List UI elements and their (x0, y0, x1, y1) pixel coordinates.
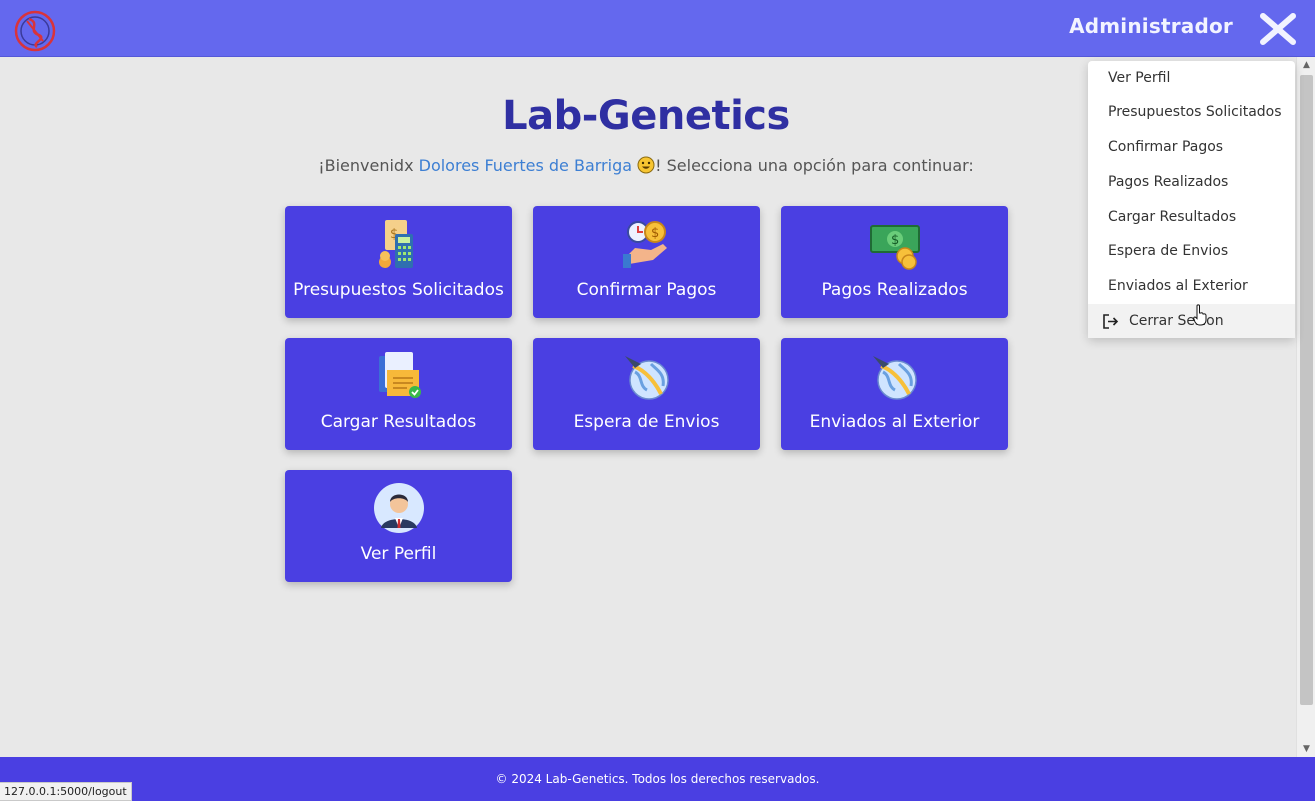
hand-cursor-icon (1193, 304, 1207, 326)
card-label: Pagos Realizados (821, 280, 968, 300)
smile-emoji-icon (637, 156, 655, 174)
money-bill-icon: $ (870, 225, 920, 270)
welcome-suffix: ! Selecciona una opción para continuar: (655, 156, 974, 175)
logout-icon (1103, 314, 1119, 329)
status-bar-url: 127.0.0.1:5000/logout (0, 782, 132, 801)
payment-hand-icon: $ (623, 221, 667, 268)
menu-item-label: Cerrar Sesion (1129, 313, 1224, 329)
card-label: Espera de Envios (573, 412, 720, 432)
globe-plane-icon (873, 356, 917, 400)
welcome-message: ¡Bienvenidx Dolores Fuertes de Barriga !… (0, 156, 1292, 175)
close-menu-icon[interactable] (1258, 12, 1298, 46)
main-content: Lab-Genetics ¡Bienvenidx Dolores Fuertes… (0, 57, 1296, 757)
user-avatar-icon (374, 483, 424, 533)
card-ver-perfil[interactable]: Ver Perfil (285, 470, 512, 582)
top-navbar: Administrador (0, 0, 1315, 57)
welcome-prefix: ¡Bienvenidx (318, 156, 419, 175)
scroll-up-icon[interactable]: ▲ (1303, 60, 1310, 70)
menu-item-cargar-resultados[interactable]: Cargar Resultados (1108, 209, 1237, 225)
menu-item-espera-de-envios[interactable]: Espera de Envios (1108, 243, 1229, 259)
card-pagos-realizados[interactable]: $ Pagos Realizados (781, 206, 1008, 318)
svg-text:$: $ (651, 226, 659, 241)
menu-item-ver-perfil[interactable]: Ver Perfil (1108, 70, 1171, 86)
scroll-thumb[interactable] (1300, 75, 1313, 705)
menu-item-confirmar-pagos[interactable]: Confirmar Pagos (1108, 139, 1224, 155)
footer: © 2024 Lab-Genetics. Todos los derechos … (0, 757, 1315, 801)
page-title: Lab-Genetics (502, 93, 790, 139)
menu-item-presupuestos-solicitados[interactable]: Presupuestos Solicitados (1108, 104, 1282, 120)
globe-plane-icon (625, 356, 669, 400)
card-label: Presupuestos Solicitados (293, 280, 504, 300)
lab-logo-icon[interactable] (13, 9, 57, 53)
user-name: Dolores Fuertes de Barriga (418, 156, 633, 175)
card-label: Cargar Resultados (320, 412, 477, 432)
card-espera-de-envios[interactable]: Espera de Envios (533, 338, 760, 450)
menu-item-cerrar-sesion[interactable]: Cerrar Sesion (1088, 304, 1295, 338)
card-label: Confirmar Pagos (576, 280, 717, 300)
svg-text:$: $ (891, 233, 899, 248)
card-cargar-resultados[interactable]: Cargar Resultados (285, 338, 512, 450)
card-label: Ver Perfil (360, 544, 437, 564)
menu-item-enviados-al-exterior[interactable]: Enviados al Exterior (1108, 278, 1248, 294)
admin-dropdown-menu: Ver Perfil Presupuestos Solicitados Conf… (1088, 61, 1295, 338)
folder-document-icon (379, 352, 421, 398)
calculator-invoice-icon: $ (379, 220, 413, 268)
svg-text:$: $ (390, 227, 398, 242)
card-enviados-al-exterior[interactable]: Enviados al Exterior (781, 338, 1008, 450)
vertical-scrollbar[interactable]: ▲ ▼ (1296, 57, 1315, 757)
admin-menu-label[interactable]: Administrador (1069, 14, 1233, 38)
card-presupuestos-solicitados[interactable]: $ Presupuestos Solicitados (285, 206, 512, 318)
scroll-down-icon[interactable]: ▼ (1303, 744, 1310, 754)
card-label: Enviados al Exterior (809, 412, 980, 432)
menu-item-pagos-realizados[interactable]: Pagos Realizados (1108, 174, 1229, 190)
card-confirmar-pagos[interactable]: $ Confirmar Pagos (533, 206, 760, 318)
